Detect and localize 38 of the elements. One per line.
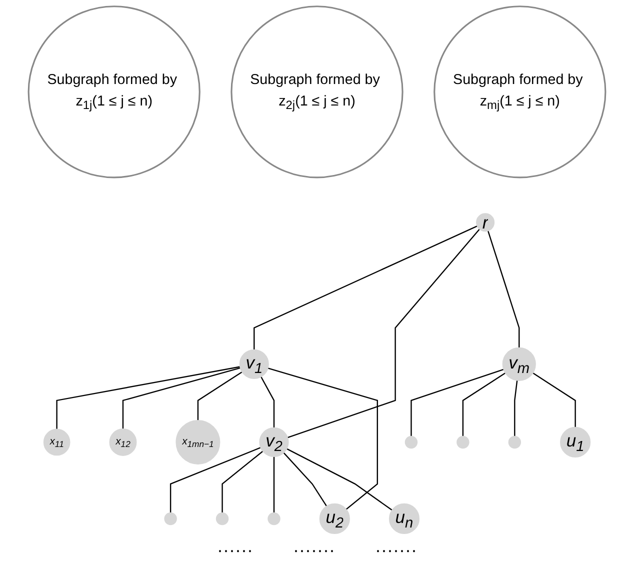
node-circle <box>268 512 280 526</box>
connector <box>283 452 328 507</box>
node-circle <box>456 436 470 449</box>
node-circle: u$_{2}$ <box>319 503 350 534</box>
connector <box>410 368 504 436</box>
node-circle: x$_{12}$ <box>109 428 137 456</box>
node-circle: v$_{m}$ <box>502 347 536 381</box>
node-circle: x$_{1mn−1}$ <box>176 420 220 464</box>
node-circle: Subgraph formed by z$_{2j}$(1 ≤ j ≤ n) <box>230 6 404 178</box>
connector <box>260 376 275 428</box>
node-circle <box>164 512 177 526</box>
node-circle: Subgraph formed by z$_{1j}$(1 ≤ j ≤ n) <box>28 6 200 178</box>
connector <box>273 456 275 513</box>
connector <box>268 368 378 510</box>
connector <box>462 372 506 436</box>
connector <box>532 372 576 428</box>
connector <box>254 226 478 350</box>
node-circle <box>508 436 522 449</box>
connector <box>197 371 242 420</box>
connector <box>286 448 392 511</box>
ellipsis-dots: ······ <box>217 540 254 562</box>
node-circle <box>216 512 229 526</box>
node-circle: v$_{2}$ <box>259 427 289 457</box>
connector <box>122 367 240 429</box>
connector <box>487 230 520 348</box>
node-circle: x$_{11}$ <box>43 428 70 456</box>
node-circle: v$_{1}$ <box>239 349 269 379</box>
node-circle <box>404 436 418 449</box>
connector <box>56 366 240 430</box>
connector <box>514 380 518 436</box>
node-circle: u$_{1}$ <box>560 426 591 458</box>
node-circle: u$_{n}$ <box>388 503 420 534</box>
node-circle: Subgraph formed by z$_{mj}$(1 ≤ j ≤ n) <box>434 6 606 178</box>
connector <box>287 228 480 438</box>
ellipsis-dots: ······· <box>374 540 417 562</box>
connector <box>170 447 261 513</box>
ellipsis-dots: ······· <box>293 540 335 562</box>
connector <box>222 450 264 513</box>
